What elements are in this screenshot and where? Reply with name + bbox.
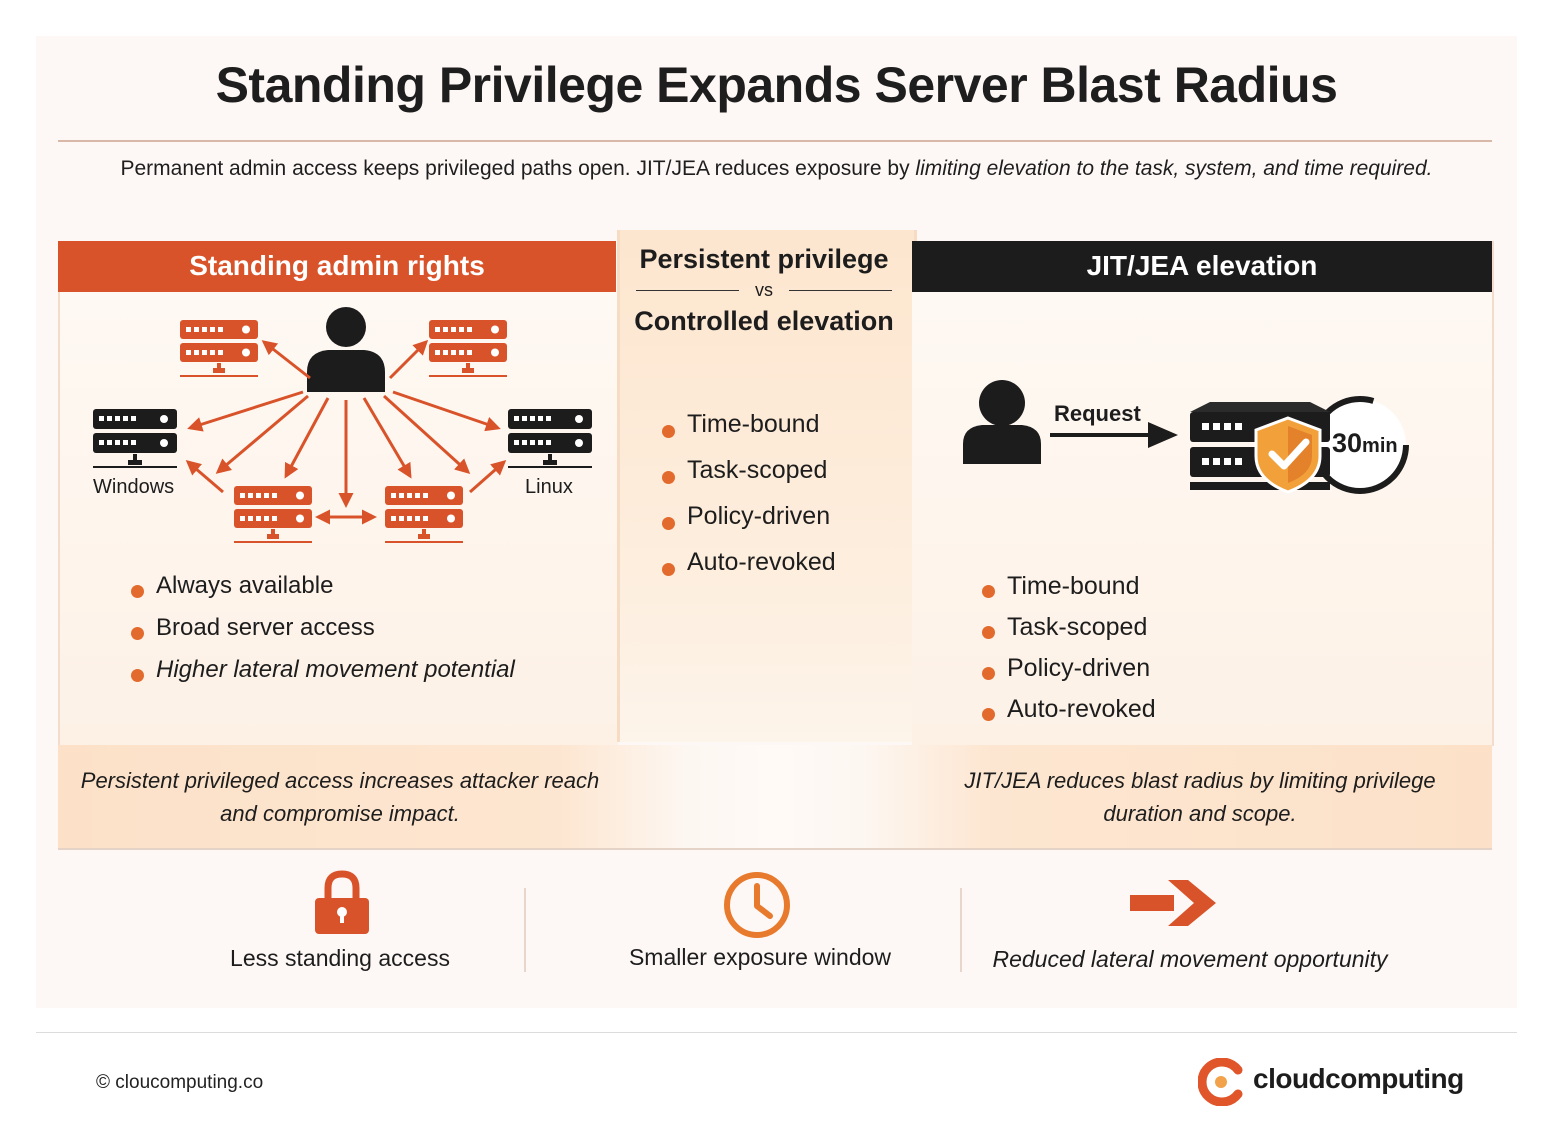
arrow-right-icon — [1130, 880, 1216, 926]
timer-unit: min — [1362, 435, 1398, 457]
subtitle-italic: limiting elevation to the task, system, … — [915, 157, 1433, 180]
list-item: Time-bound — [662, 408, 836, 454]
standing-admin-bullets: Always available Broad server access Hig… — [131, 570, 515, 696]
shield-check-icon — [1254, 416, 1322, 494]
page-title: Standing Privilege Expands Server Blast … — [215, 57, 1338, 113]
list-item: Broad server access — [131, 612, 515, 654]
server-icon — [429, 320, 507, 377]
windows-label: Windows — [93, 476, 175, 498]
list-item: Policy-driven — [982, 652, 1156, 693]
server-icon — [180, 320, 258, 377]
vs-divider-left — [636, 290, 739, 291]
subtitle-plain: Permanent admin access keeps privileged … — [120, 157, 916, 180]
server-icon — [385, 486, 463, 543]
clock-icon — [724, 872, 790, 938]
title-divider — [58, 140, 1492, 142]
list-item: Policy-driven — [662, 500, 836, 546]
standing-admin-header: Standing admin rights — [58, 241, 616, 292]
request-label: Request — [1054, 401, 1141, 426]
list-item: Auto-revoked — [982, 693, 1156, 734]
benefit-reduced-lateral-movement: Reduced lateral movement opportunity — [992, 946, 1388, 972]
list-item: Task-scoped — [982, 611, 1156, 652]
brand-name: cloudcomputing — [1253, 1063, 1464, 1094]
lock-icon — [315, 870, 369, 934]
benefit-divider — [524, 888, 526, 972]
benefit-divider — [960, 888, 962, 972]
comparison-bullets: Time-bound Task-scoped Policy-driven Aut… — [662, 408, 836, 592]
standing-admin-caption: Persistent privileged access increases a… — [80, 768, 600, 826]
vs-label: vs — [755, 280, 773, 300]
jit-jea-bullets: Time-bound Task-scoped Policy-driven Aut… — [982, 570, 1156, 734]
cloudcomputing-logo-icon — [1198, 1058, 1243, 1106]
caption-band — [58, 745, 1492, 850]
admin-user-icon — [307, 307, 385, 392]
blast-radius-diagram — [93, 307, 592, 543]
list-item: Always available — [131, 570, 515, 612]
server-icon — [234, 486, 312, 543]
linux-server-icon — [508, 409, 592, 468]
copyright-text: © cloucomputing.co — [96, 1072, 264, 1093]
comparison-heading-bottom: Controlled elevation — [634, 306, 894, 336]
request-arrow-icon — [1050, 422, 1178, 448]
benefit-smaller-exposure-window: Smaller exposure window — [628, 944, 892, 970]
subtitle: Permanent admin access keeps privileged … — [0, 157, 1553, 181]
timer-text: 30min — [1332, 428, 1398, 459]
footer-divider — [36, 1032, 1517, 1033]
benefit-less-standing-access: Less standing access — [230, 945, 450, 971]
list-item: Time-bound — [982, 570, 1156, 611]
list-item: Task-scoped — [662, 454, 836, 500]
list-item: Higher lateral movement potential — [131, 654, 515, 696]
timer-value: 30 — [1332, 428, 1363, 458]
list-item: Auto-revoked — [662, 546, 836, 592]
jit-jea-caption: JIT/JEA reduces blast radius by limiting… — [964, 768, 1436, 826]
jit-jea-header: JIT/JEA elevation — [912, 241, 1492, 292]
vs-divider-right — [789, 290, 892, 291]
jit-request-diagram — [963, 380, 1409, 494]
comparison-heading-top: Persistent privilege — [639, 244, 889, 274]
requester-user-icon — [963, 380, 1041, 464]
jit-jea-panel — [912, 241, 1494, 746]
windows-server-icon — [93, 409, 177, 468]
linux-label: Linux — [525, 476, 573, 498]
